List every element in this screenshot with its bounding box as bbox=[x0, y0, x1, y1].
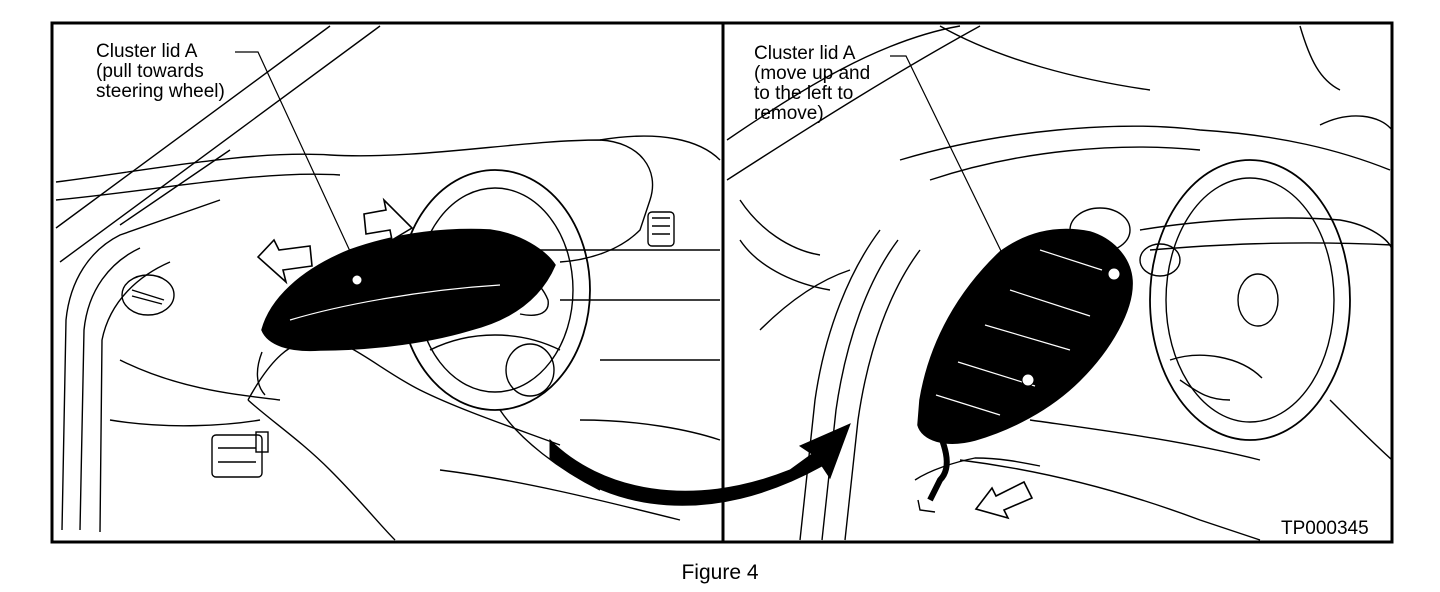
pull-arrow-right bbox=[363, 197, 414, 242]
removal-arrow bbox=[974, 480, 1034, 520]
figure-caption: Figure 4 bbox=[681, 561, 759, 584]
leader-line-left bbox=[235, 51, 356, 263]
callout-right: Cluster lid A (move up and to the left t… bbox=[754, 43, 871, 124]
pull-arrow-left bbox=[256, 238, 313, 285]
lid-screw-top bbox=[1107, 267, 1121, 281]
move-arrow bbox=[549, 423, 851, 506]
leader-line-right bbox=[890, 55, 1021, 291]
callout-left: Cluster lid A (pull towards steering whe… bbox=[96, 41, 225, 102]
figure-code: TP000345 bbox=[1281, 518, 1369, 539]
right-panel-drawing bbox=[726, 25, 1393, 541]
lid-screw-left bbox=[351, 274, 363, 286]
lid-screw-bottom bbox=[1021, 373, 1035, 387]
